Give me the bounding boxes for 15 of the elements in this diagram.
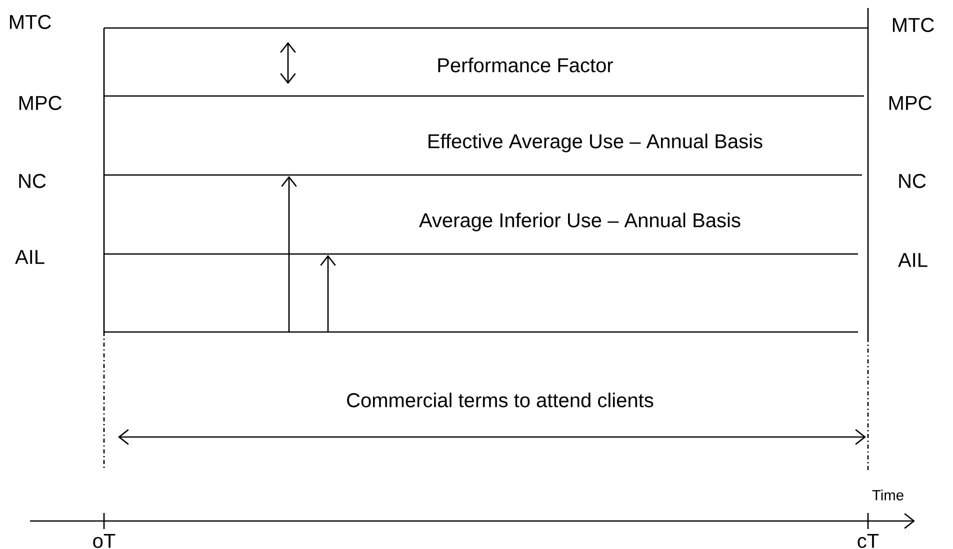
level-label: MTC: [10, 14, 51, 30]
level-label: MPC: [889, 96, 932, 110]
level-label: AIL: [15, 250, 44, 264]
level-label: NC: [19, 174, 46, 188]
band-label: Average Inferior Use – Annual Basis: [419, 212, 740, 232]
period-label: Commercial terms to attend clients: [347, 392, 654, 408]
level-label: MTC: [892, 18, 934, 32]
tick-label: cT: [858, 534, 879, 548]
band-label: Performance Factor: [438, 58, 613, 72]
level-label: AIL: [898, 253, 928, 267]
band-label: Effective Average Use – Annual Basis: [428, 134, 762, 152]
level-label: MPC: [19, 96, 62, 110]
axis-label: Time: [872, 490, 904, 500]
tick-label: oT: [93, 534, 116, 548]
level-label: NC: [899, 174, 926, 188]
